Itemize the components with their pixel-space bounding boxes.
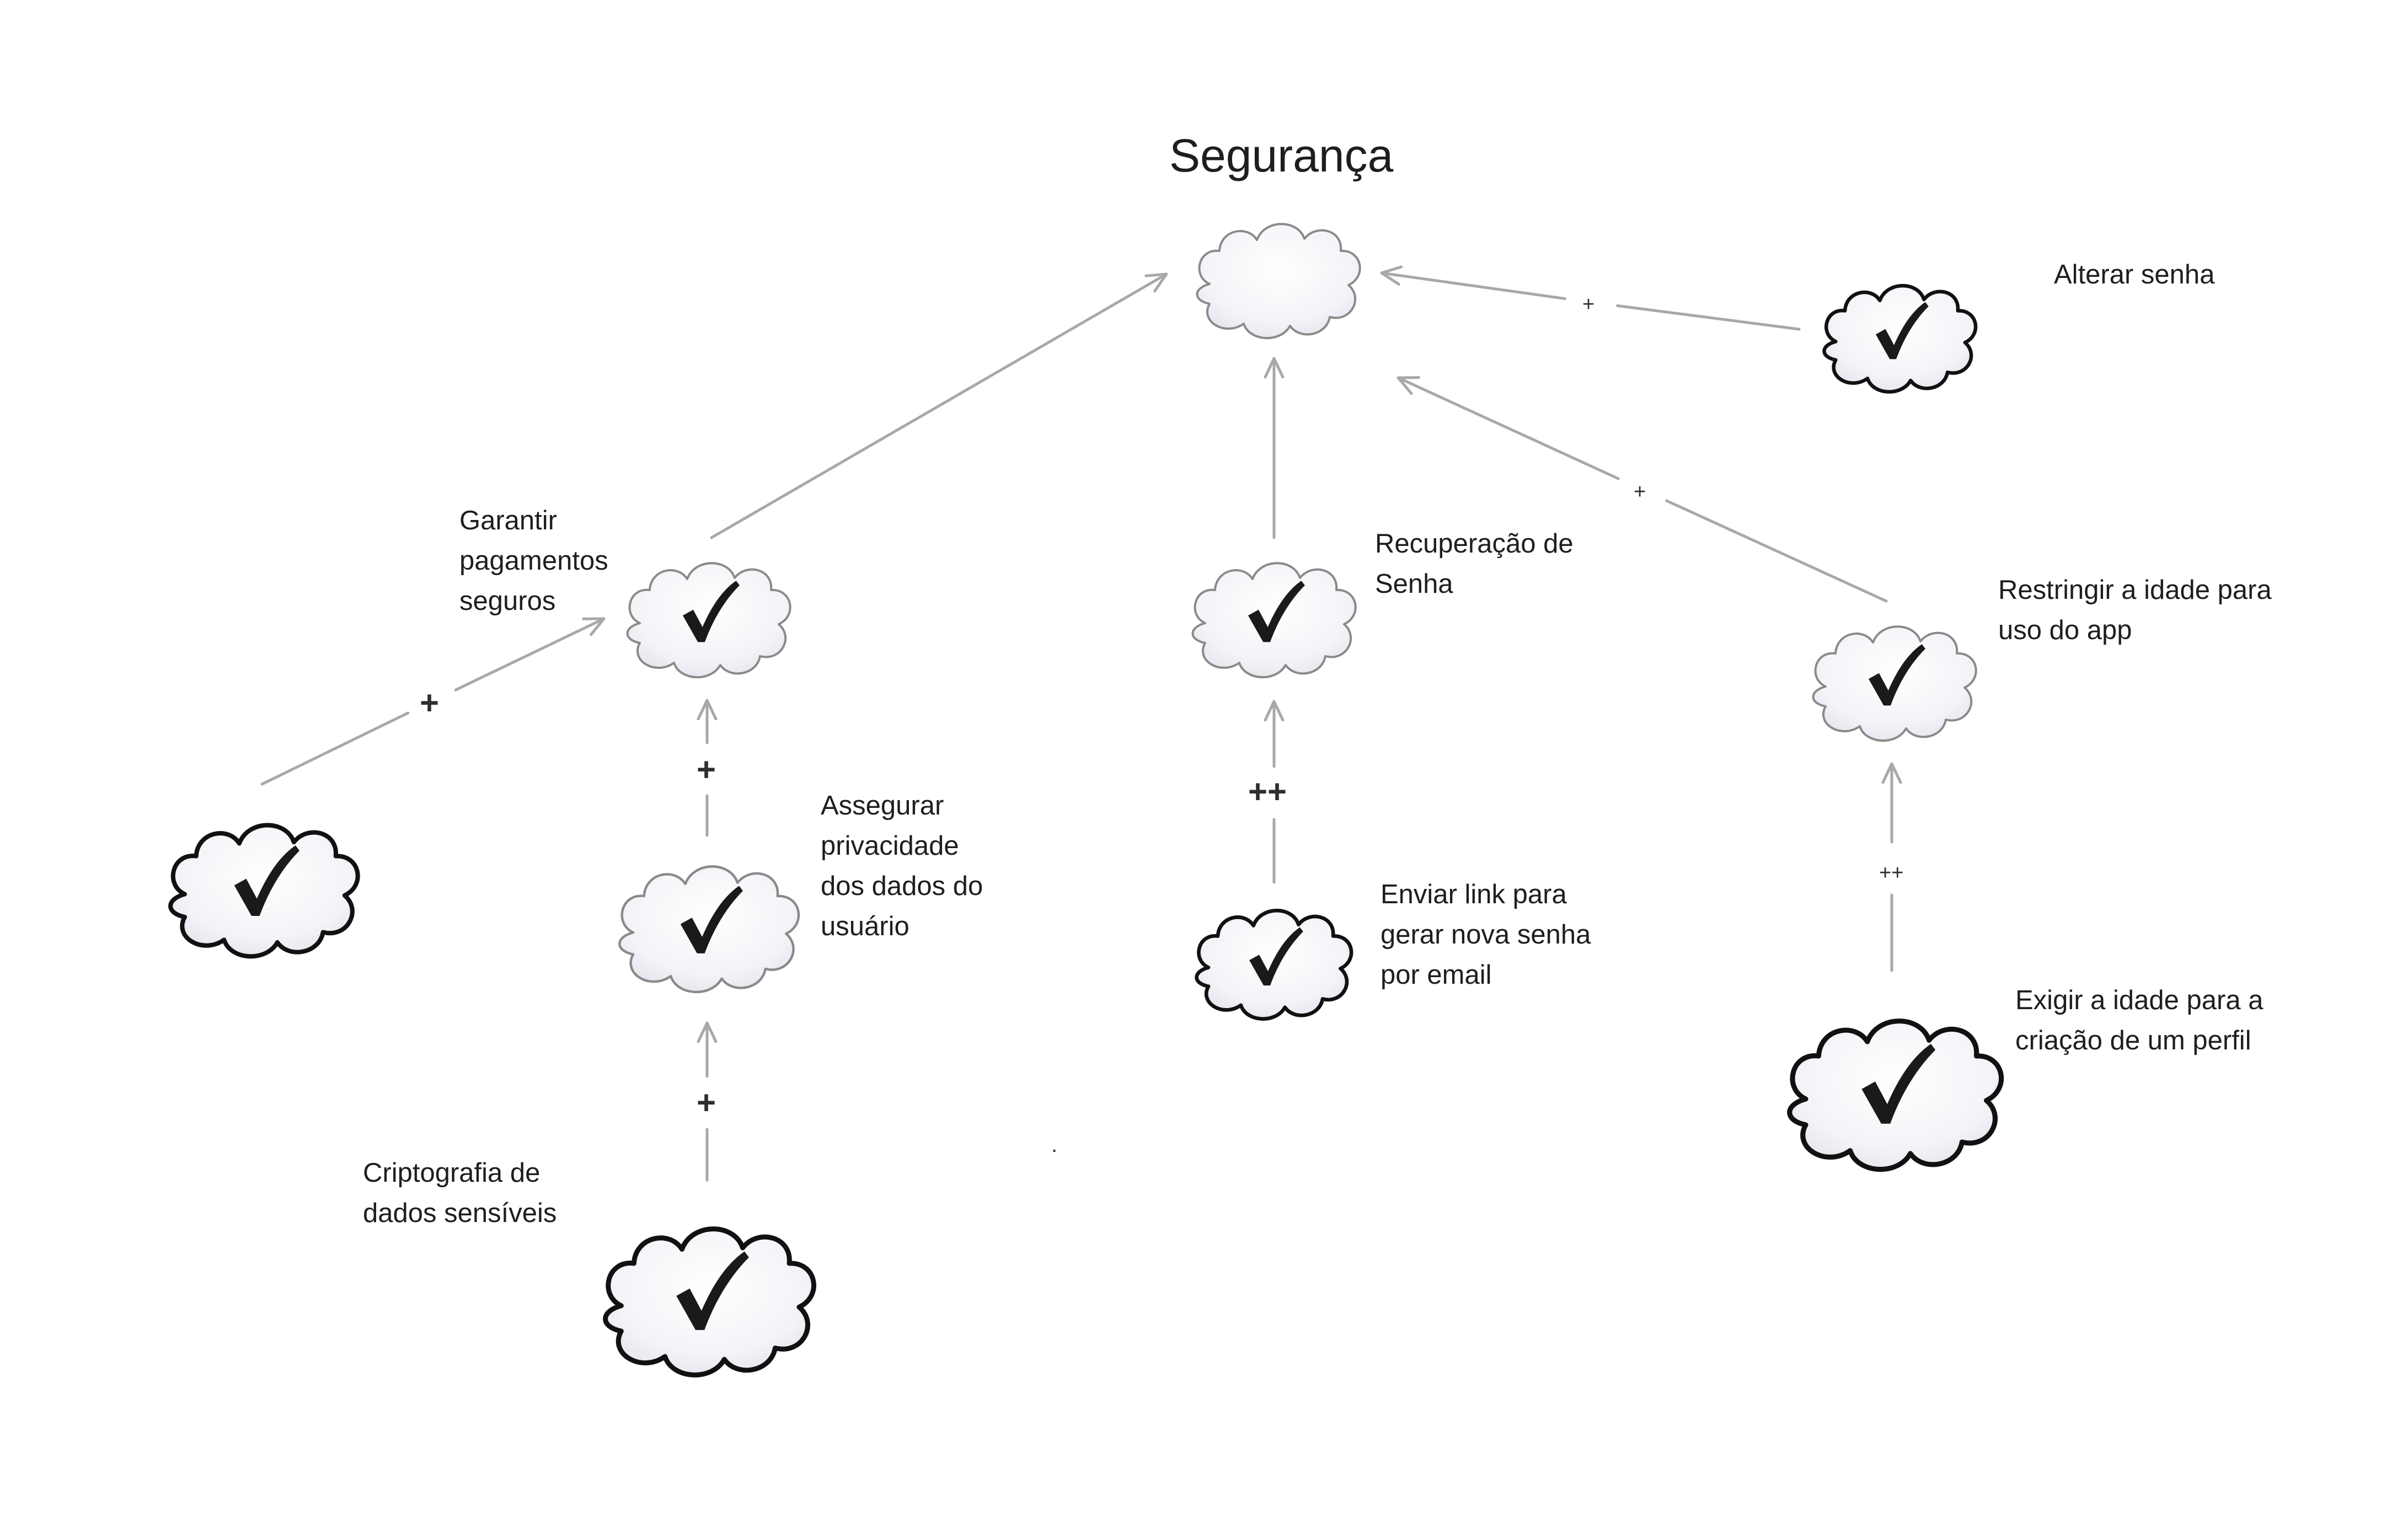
cloud-icon	[618, 865, 800, 993]
contribution-restringir-to-root: +	[1634, 480, 1646, 503]
link-segment	[454, 617, 606, 692]
contribution-criptografia-to-privacidade: +	[697, 1084, 716, 1121]
label-enviar-link: Enviar link para gerar nova senha por em…	[1380, 875, 1591, 995]
cloud-icon	[1191, 562, 1357, 678]
contribution-enviar-to-recuperacao: ++	[1248, 773, 1287, 810]
label-line: dos dados do	[821, 871, 983, 901]
cloud-icon	[1787, 1019, 2004, 1172]
check-icon	[1869, 644, 1925, 706]
label-line: Exigir a idade para a	[2015, 985, 2263, 1015]
label-line: Recuperação de	[1375, 529, 1574, 559]
label-restringir-idade: Restringir a idade para uso do app	[1998, 570, 2272, 651]
link-segment	[1380, 273, 1566, 301]
check-icon	[676, 1251, 749, 1330]
check-icon	[683, 581, 740, 642]
label-alterar-senha: Alterar senha	[2054, 255, 2214, 295]
cloud-icon	[603, 1226, 816, 1377]
label-line: pagamentos	[459, 546, 608, 576]
label-line: Criptografia de	[363, 1158, 541, 1188]
label-exigir-idade: Exigir a idade para a criação de um perf…	[2015, 980, 2263, 1061]
label-recuperacao-senha: Recuperação de Senha	[1375, 524, 1574, 604]
label-line: Garantir	[459, 506, 558, 535]
check-icon	[1248, 581, 1305, 642]
contribution-privacidade-to-pagamentos: +	[697, 751, 716, 788]
contribution-alterar-to-root: +	[1582, 293, 1595, 316]
cloud-icon	[168, 823, 360, 959]
label-line: usuário	[821, 912, 909, 941]
label-criptografia: Criptografia de dados sensíveis	[363, 1153, 556, 1234]
link-segment	[1616, 304, 1801, 331]
check-icon	[1861, 1044, 1936, 1124]
link-segment	[1396, 378, 1620, 480]
check-icon	[1249, 927, 1303, 986]
diagram-title: Segurança	[1169, 130, 1394, 181]
label-line: Assegurar	[821, 791, 944, 821]
link-segment	[710, 272, 1168, 539]
label-line: criação de um perfil	[2015, 1026, 2251, 1055]
contribution-link	[1380, 273, 1801, 331]
clouds-layer	[168, 223, 2004, 1377]
label-line: uso do app	[1998, 615, 2132, 645]
contribution-exigir-to-restringir: ++	[1879, 861, 1904, 885]
label-line: Enviar link para	[1380, 880, 1567, 909]
link-segment	[1665, 499, 1888, 603]
label-line: Senha	[1375, 569, 1453, 599]
cloud-icon	[1812, 625, 1977, 742]
check-icon	[1875, 302, 1929, 360]
contribution-link	[710, 272, 1168, 539]
label-line: por email	[1380, 960, 1492, 990]
label-line: seguros	[459, 586, 556, 616]
label-line: Alterar senha	[2054, 260, 2215, 290]
contribution-esquerda-to-pagamentos: +	[420, 684, 440, 721]
cloud-icon	[626, 562, 791, 678]
label-line: gerar nova senha	[1380, 920, 1591, 950]
contribution-link	[260, 617, 606, 786]
link-segment	[260, 711, 410, 786]
stray-dot: .	[1051, 1133, 1058, 1157]
cloud-outline	[1196, 223, 1361, 339]
check-icon	[234, 845, 300, 916]
cloud-icon	[1822, 283, 1978, 394]
label-garantir-pagamentos: Garantir pagamentos seguros	[459, 501, 608, 621]
links-layer	[260, 272, 1892, 1182]
cloud-icon	[1195, 908, 1353, 1021]
label-assegurar-privacidade: Assegurar privacidade dos dados do usuár…	[821, 786, 983, 947]
cloud-icon	[1196, 223, 1361, 339]
label-line: Restringir a idade para	[1998, 575, 2272, 605]
label-line: privacidade	[821, 831, 959, 861]
check-icon	[680, 886, 743, 953]
contribution-link	[1396, 378, 1888, 603]
label-line: dados sensíveis	[363, 1198, 557, 1228]
